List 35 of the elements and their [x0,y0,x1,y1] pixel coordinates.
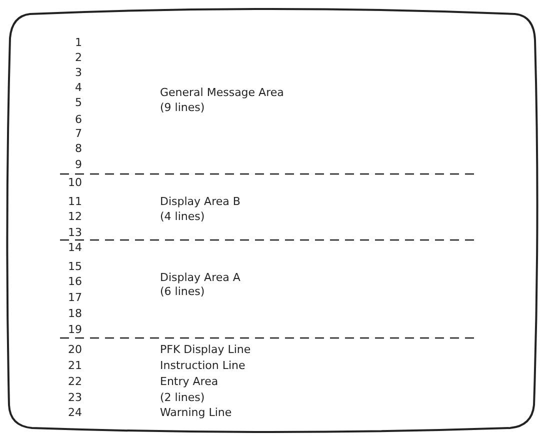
line-number: 12 [68,210,82,223]
area-label: Instruction Line [160,359,246,372]
line-number: 16 [68,275,82,288]
area-label: Display Area B [160,195,240,208]
line-number: 6 [75,113,82,126]
area-label: (2 lines) [160,391,205,404]
line-number: 13 [68,226,82,239]
area-label: (6 lines) [160,285,205,298]
line-number: 1 [75,36,82,49]
line-number: 4 [75,81,82,94]
line-number: 9 [75,158,82,171]
line-number: 18 [68,307,82,320]
area-label: (4 lines) [160,210,205,223]
line-number: 7 [75,127,82,140]
line-number: 17 [68,291,82,304]
line-number: 15 [68,260,82,273]
line-number: 24 [68,406,82,419]
line-number: 21 [68,359,82,372]
area-label: (9 lines) [160,101,205,114]
line-number: 14 [68,241,82,254]
area-label: General Message Area [160,86,284,99]
area-label: Warning Line [160,406,232,419]
line-number: 8 [75,142,82,155]
line-number: 11 [68,195,82,208]
line-number: 2 [75,51,82,64]
line-number: 20 [68,343,82,356]
line-number: 22 [68,375,82,388]
line-number: 10 [68,176,82,189]
area-label: Entry Area [160,375,218,388]
line-number: 23 [68,391,82,404]
line-number: 3 [75,66,82,79]
area-label: Display Area A [160,271,240,284]
line-number: 5 [75,96,82,109]
line-number: 19 [68,323,82,336]
area-label: PFK Display Line [160,343,251,356]
